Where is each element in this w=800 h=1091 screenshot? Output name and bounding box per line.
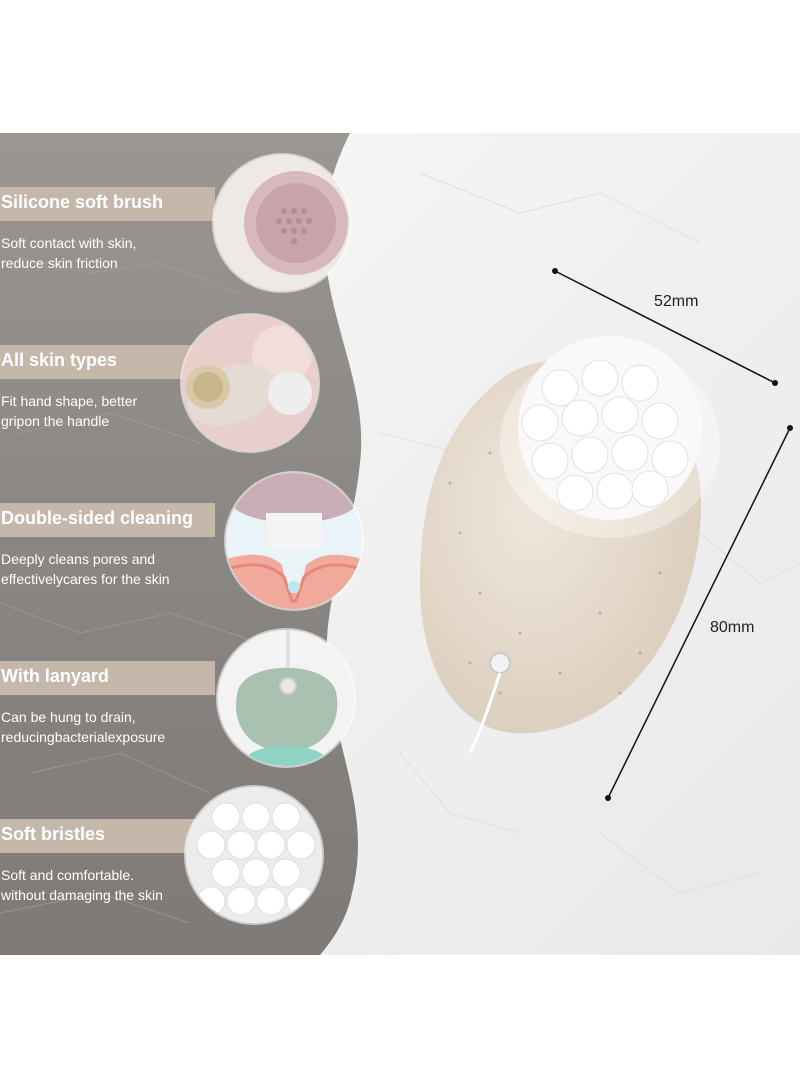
facial-brush-product-image bbox=[420, 336, 720, 753]
feature-desc-line: gripon the handle bbox=[1, 413, 110, 429]
lanyard-brush-icon bbox=[218, 630, 354, 766]
product-infographic: Silicone soft brush Soft contact with sk… bbox=[0, 133, 800, 955]
feature-title: Soft bristles bbox=[1, 824, 106, 844]
height-dimension-label: 80mm bbox=[710, 619, 755, 636]
feature-desc-line: Soft contact with skin, bbox=[1, 235, 137, 251]
feature-description: Soft contact with skin, reduce skin fric… bbox=[1, 233, 136, 273]
pink-silicone-brush-icon bbox=[214, 155, 350, 291]
pore-cleaning-diagram-icon bbox=[226, 473, 362, 609]
feature-double-sided-cleaning: Double-sided cleaning Deeply cleans pore… bbox=[0, 503, 360, 625]
feature-description: Fit hand shape, better gripon the handle bbox=[1, 391, 137, 431]
feature-silicone-soft-brush: Silicone soft brush Soft contact with sk… bbox=[0, 187, 360, 309]
feature-desc-line: reduce skin friction bbox=[1, 255, 118, 271]
feature-description: Can be hung to drain, reducingbacteriale… bbox=[1, 707, 165, 747]
feature-title-bar: With lanyard bbox=[0, 661, 215, 695]
feature-title: Double-sided cleaning bbox=[1, 508, 194, 528]
feature-desc-line: Can be hung to drain, bbox=[1, 709, 136, 725]
feature-desc-line: Soft and comfortable. bbox=[1, 867, 135, 883]
features-panel: Silicone soft brush Soft contact with sk… bbox=[0, 133, 800, 955]
width-dimension-label: 52mm bbox=[654, 293, 699, 310]
dimension-lines bbox=[552, 268, 793, 801]
feature-title-bar: All skin types bbox=[0, 345, 215, 379]
feature-title: With lanyard bbox=[1, 666, 109, 686]
feature-desc-line: reducingbacterialexposure bbox=[1, 729, 166, 745]
feature-description: Deeply cleans pores and effectivelycares… bbox=[1, 549, 170, 589]
feature-title-bar: Silicone soft brush bbox=[0, 187, 215, 221]
soft-bristles-icon bbox=[186, 787, 322, 923]
feature-desc-line: Fit hand shape, better bbox=[1, 393, 138, 409]
feature-desc-line: without damaging the skin bbox=[1, 887, 163, 903]
feature-soft-bristles: Soft bristles Soft and comfortable. with… bbox=[0, 819, 360, 941]
feature-title: All skin types bbox=[1, 350, 118, 370]
feature-title: Silicone soft brush bbox=[1, 192, 164, 212]
feature-with-lanyard: With lanyard Can be hung to drain, reduc… bbox=[0, 661, 360, 783]
feature-desc-line: Deeply cleans pores and bbox=[1, 551, 156, 567]
feature-all-skin-types: All skin types Fit hand shape, better gr… bbox=[0, 345, 360, 467]
feature-description: Soft and comfortable. without damaging t… bbox=[1, 865, 163, 905]
feature-title-bar: Double-sided cleaning bbox=[0, 503, 215, 537]
hand-holding-brush-icon bbox=[182, 315, 318, 451]
feature-desc-line: effectivelycares for the skin bbox=[1, 571, 170, 587]
feature-title-bar: Soft bristles bbox=[0, 819, 215, 853]
